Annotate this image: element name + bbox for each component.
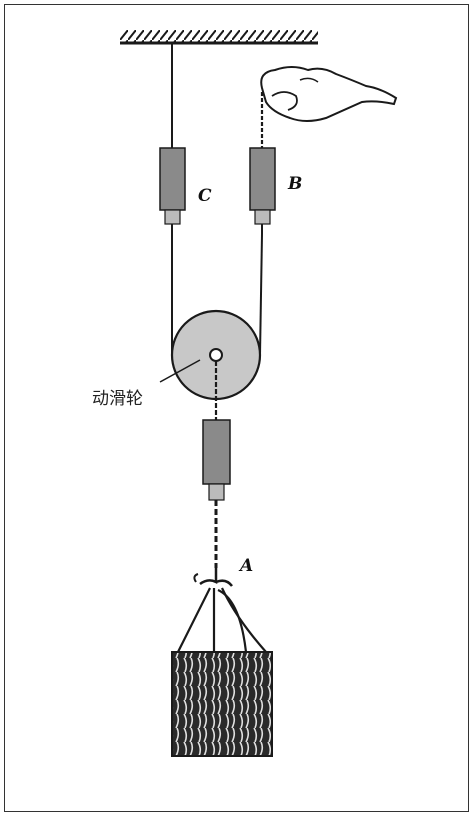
hand-icon [260, 66, 398, 122]
label-c: C [198, 186, 212, 206]
pulley-leader-line [159, 359, 201, 383]
rope-b-pulley [259, 233, 263, 356]
spring-scale-c [159, 147, 186, 234]
spring-scale-lower [202, 419, 231, 568]
label-b: B [288, 174, 303, 194]
cargo-ropes [177, 587, 267, 653]
ceiling [120, 30, 318, 45]
label-movable-pulley: 动滑轮 [92, 389, 143, 409]
cargo-block [171, 651, 273, 757]
label-a: A [240, 556, 254, 576]
hook-a [193, 568, 233, 587]
spring-scale-b [249, 147, 276, 234]
